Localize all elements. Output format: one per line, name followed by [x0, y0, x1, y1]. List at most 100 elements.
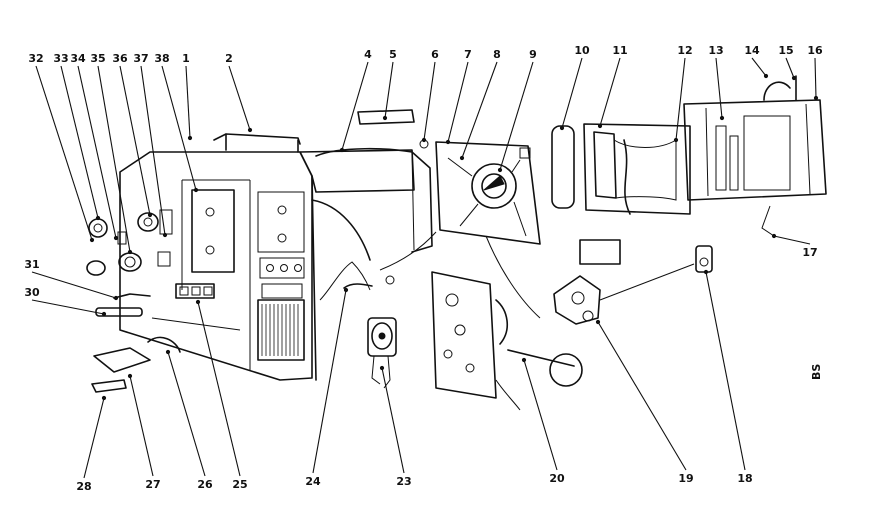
tuner-assembly	[553, 239, 695, 325]
callout-37: 37	[133, 52, 148, 65]
leader-tip-18	[703, 269, 709, 275]
callout-10: 10	[574, 44, 590, 57]
callout-34: 34	[70, 52, 86, 65]
leader-line-28	[83, 397, 105, 479]
leader-tip-13	[719, 115, 725, 121]
leader-line-11	[599, 57, 621, 127]
leader-tip-35	[127, 249, 133, 255]
callout-6: 6	[431, 48, 439, 61]
leader-tip-33	[95, 215, 101, 221]
leader-line-33	[60, 65, 99, 219]
leader-tip-30	[101, 311, 107, 317]
leader-tip-11	[597, 123, 603, 129]
callout-12: 12	[677, 44, 692, 57]
callout-19: 19	[678, 472, 693, 485]
callout-25: 25	[232, 478, 247, 491]
leader-tip-26	[165, 349, 171, 355]
chassis-front-cabinet	[683, 75, 827, 237]
leader-tip-27	[127, 373, 133, 379]
callout-9: 9	[529, 48, 537, 61]
leader-lines	[31, 57, 819, 479]
callout-8: 8	[493, 48, 501, 61]
callout-38: 38	[154, 52, 169, 65]
leader-line-20	[523, 359, 558, 471]
leader-line-32	[35, 65, 93, 241]
leader-tip-17	[771, 233, 777, 239]
picture-tube-assembly	[419, 139, 541, 245]
callout-14: 14	[744, 44, 760, 57]
cabinet-housing	[119, 149, 415, 381]
leader-tip-16	[813, 95, 819, 101]
small-parts	[91, 283, 241, 393]
callout-24: 24	[305, 475, 321, 488]
leader-line-7	[447, 61, 469, 143]
leader-tip-4	[339, 147, 345, 153]
leader-tip-9	[497, 167, 503, 173]
callout-27: 27	[145, 478, 160, 491]
callout-4: 4	[364, 48, 372, 61]
leader-tip-37	[162, 232, 168, 238]
leader-line-13	[715, 57, 723, 119]
tube-mask	[551, 125, 575, 209]
leader-tip-36	[147, 212, 153, 218]
callout-13: 13	[708, 44, 723, 57]
leader-line-19	[597, 321, 687, 471]
callout-18: 18	[737, 472, 752, 485]
leader-tip-6	[421, 137, 427, 143]
leader-tip-31	[113, 295, 119, 301]
leader-line-25	[197, 301, 241, 477]
leader-line-8	[461, 61, 498, 159]
leader-line-38	[161, 65, 197, 191]
callout-30: 30	[24, 286, 40, 299]
leader-line-24	[312, 289, 347, 474]
speaker	[367, 317, 397, 389]
circuit-board	[431, 271, 583, 411]
leader-line-12	[675, 57, 686, 141]
callout-28: 28	[76, 480, 91, 493]
callout-36: 36	[112, 52, 128, 65]
leader-line-2	[228, 65, 251, 131]
callout-7: 7	[464, 48, 472, 61]
leader-tip-7	[445, 139, 451, 145]
callout-15: 15	[778, 44, 793, 57]
leader-tip-14	[763, 73, 769, 79]
callout-33: 33	[53, 52, 68, 65]
leader-tip-23	[379, 365, 385, 371]
callout-32: 32	[28, 52, 43, 65]
mounting-clip	[695, 245, 713, 273]
leader-line-30	[31, 299, 105, 315]
leader-tip-28	[101, 395, 107, 401]
leader-line-4	[341, 61, 369, 151]
drawing-code-mark: BS	[810, 364, 823, 380]
leader-tip-15	[791, 75, 797, 81]
callout-1: 1	[182, 52, 190, 65]
callout-2: 2	[225, 52, 233, 65]
nameplate	[357, 109, 415, 125]
callout-26: 26	[197, 478, 213, 491]
leader-tip-10	[559, 125, 565, 131]
leader-tip-1	[187, 135, 193, 141]
leader-line-17	[773, 235, 811, 245]
leader-tip-20	[521, 357, 527, 363]
leader-line-26	[167, 351, 206, 477]
callout-11: 11	[612, 44, 627, 57]
ground-wire	[343, 275, 395, 289]
leader-line-34	[77, 65, 117, 239]
leader-line-23	[381, 367, 405, 474]
leader-tip-32	[89, 237, 95, 243]
leader-line-27	[129, 375, 154, 477]
leader-line-18	[705, 271, 746, 471]
callout-23: 23	[396, 475, 411, 488]
callout-16: 16	[807, 44, 823, 57]
leader-tip-2	[247, 127, 253, 133]
callout-35: 35	[90, 52, 105, 65]
leader-tip-34	[113, 235, 119, 241]
leader-tip-8	[459, 155, 465, 161]
leader-line-37	[140, 65, 166, 236]
leader-line-15	[785, 57, 795, 79]
leader-line-10	[561, 57, 583, 129]
callout-5: 5	[389, 48, 397, 61]
